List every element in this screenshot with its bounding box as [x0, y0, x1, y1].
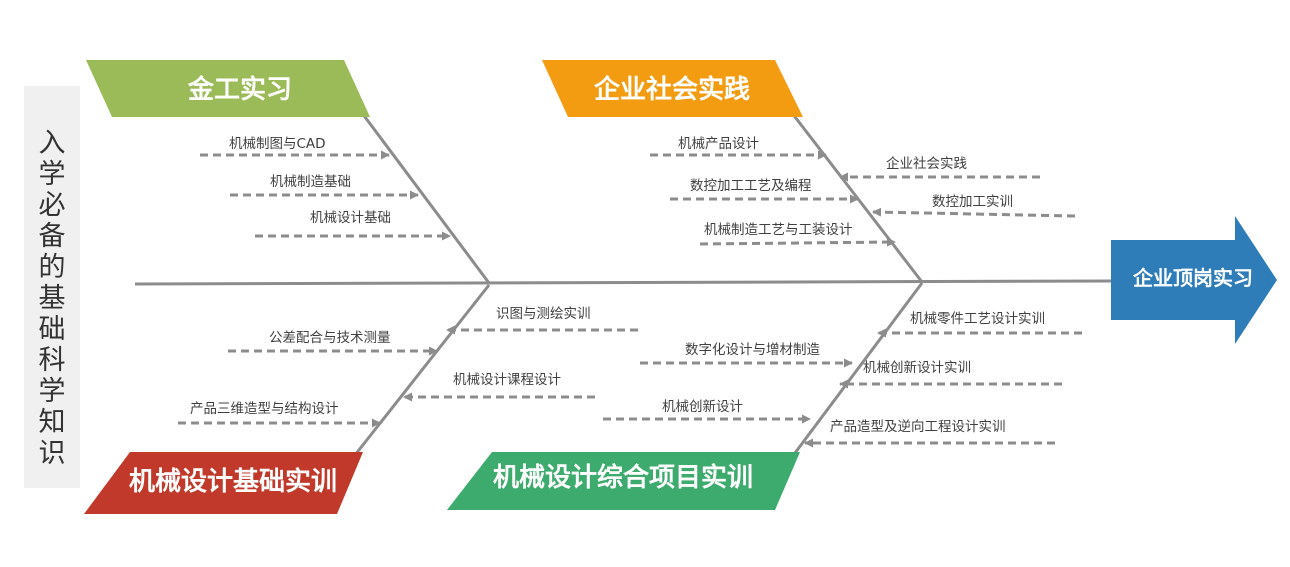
- bone-bottom-left: [353, 284, 491, 456]
- banner-jingong: [86, 60, 370, 117]
- cause-label: 机械零件工艺设计实训: [910, 311, 1045, 327]
- cause-label: 公差配合与技术测量: [269, 330, 391, 346]
- cause-label: 数字化设计与增材制造: [685, 342, 820, 358]
- head-arrow: [1111, 216, 1277, 344]
- cause-label: 数控加工工艺及编程: [690, 178, 812, 194]
- cause-label: 产品造型及逆向工程设计实训: [830, 419, 1006, 435]
- cause-label: 识图与测绘实训: [496, 306, 591, 322]
- spine-line: [134, 279, 1113, 286]
- cause-label: 产品三维造型与结构设计: [190, 401, 339, 417]
- cause-label: 数控加工实训: [932, 194, 1013, 210]
- left-label-box: [24, 86, 80, 488]
- banner-enterprise-practice-label: 企业社会实践: [594, 74, 750, 105]
- cause-label: 机械制造工艺与工装设计: [704, 222, 853, 238]
- left-label-text: 入学必备的基础科学知识: [39, 128, 66, 469]
- cause-label: 企业社会实践: [886, 155, 967, 172]
- banner-jingong-label: 金工实习: [187, 74, 292, 105]
- cause-arrow: [872, 207, 1076, 218]
- cause-label: 机械设计基础: [310, 209, 391, 226]
- bone-bottom-right: [793, 282, 924, 454]
- banner-design-comprehensive: [447, 452, 800, 510]
- banner-design-basic: [84, 452, 363, 514]
- bone-top-left: [360, 112, 491, 284]
- cause-label: 机械设计课程设计: [453, 372, 561, 388]
- cause-label: 机械创新设计实训: [863, 360, 971, 376]
- cause-arrow: [699, 237, 896, 247]
- cause-label: 机械制图与CAD: [229, 136, 326, 152]
- cause-label: 机械制造基础: [270, 173, 351, 190]
- head-label: 企业顶岗实习: [1132, 266, 1253, 290]
- cause-label: 机械创新设计: [662, 399, 743, 415]
- banner-design-basic-label: 机械设计基础实训: [129, 466, 337, 497]
- banner-design-comprehensive-label: 机械设计综合项目实训: [493, 462, 753, 493]
- banner-enterprise-practice: [542, 60, 803, 117]
- cause-label: 机械产品设计: [678, 136, 759, 152]
